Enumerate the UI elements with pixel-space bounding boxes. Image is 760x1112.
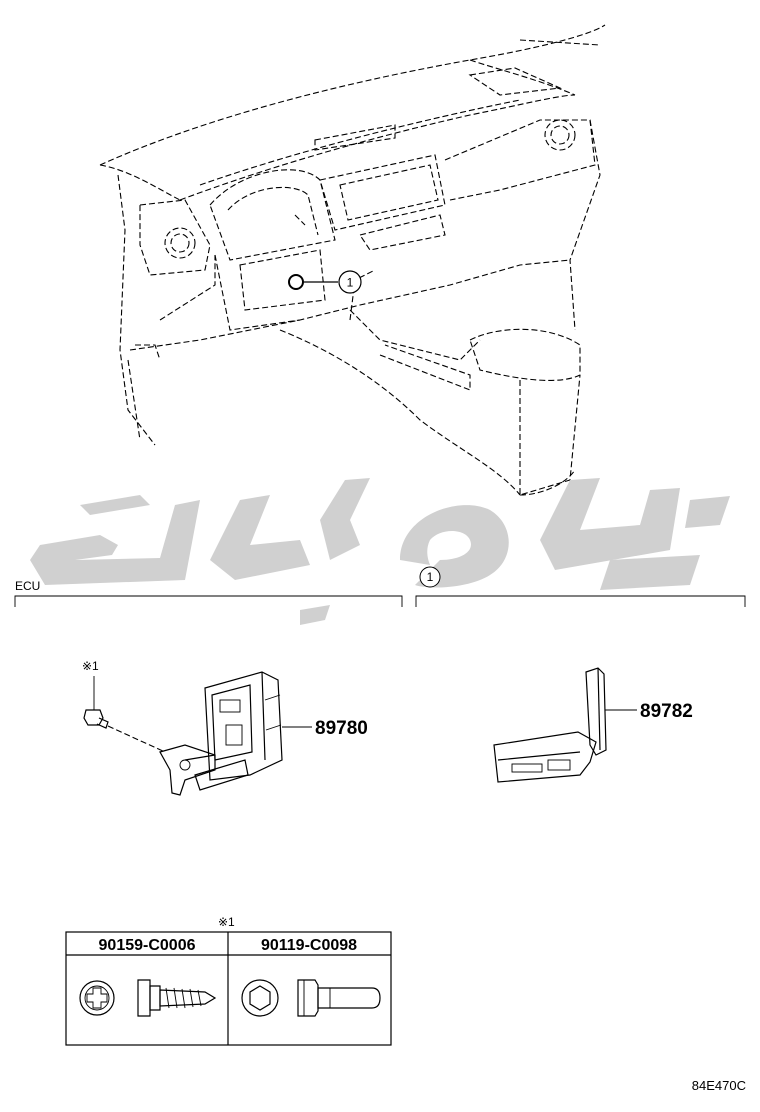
part-ecu-89780: ※1 89780	[82, 659, 368, 796]
hex-bolt-icon	[241, 979, 381, 1017]
section-ecu: ECU	[14, 579, 403, 607]
section-title-1: 1	[427, 570, 434, 584]
location-callout-label: 1	[347, 276, 354, 290]
fastener-table: ※1 90159-C0006 90119-C0098	[65, 915, 392, 1046]
diagram-code: 84E470C	[692, 1078, 746, 1093]
fastener-column-1: 90159-C0006	[99, 937, 196, 954]
bolt-reference-mark: ※1	[82, 659, 99, 673]
fastener-column-2: 90119-C0098	[261, 937, 357, 954]
part-number-89780: 89780	[315, 718, 368, 739]
part-number-89782: 89782	[640, 701, 693, 722]
dashboard-illustration: 1	[99, 24, 606, 496]
section-title-ecu: ECU	[15, 579, 40, 593]
fastener-table-ref: ※1	[218, 915, 235, 929]
section-1: 1	[415, 566, 746, 607]
part-module-89782: 89782	[493, 667, 693, 783]
phillips-screw-icon	[79, 979, 217, 1017]
watermark-logo	[30, 478, 730, 625]
